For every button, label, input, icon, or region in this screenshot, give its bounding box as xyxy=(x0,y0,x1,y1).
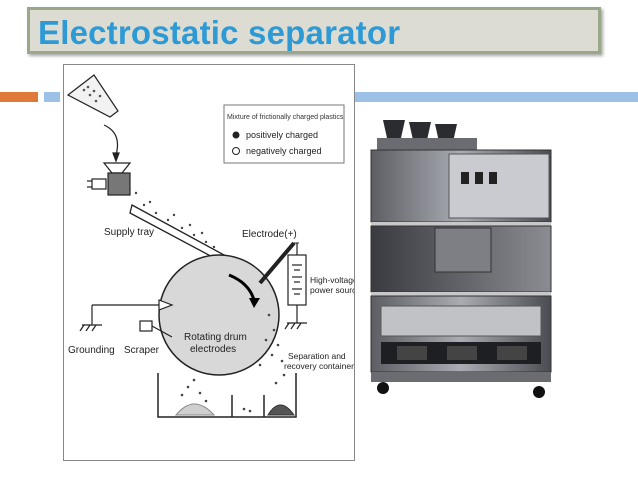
electrode-plate xyxy=(258,241,296,285)
slide-title-box: Electrostatic separator xyxy=(27,7,601,54)
falling-particles xyxy=(180,313,286,407)
rotating-drum xyxy=(158,254,280,376)
machine-illustration xyxy=(370,120,552,398)
legend-positive: positively charged xyxy=(246,130,318,140)
rotation-arrowhead-icon xyxy=(249,298,260,308)
legend-negative: negatively charged xyxy=(246,146,322,156)
positive-marker-icon xyxy=(232,131,240,139)
electrode-label: Electrode(+) xyxy=(242,229,297,240)
high-voltage-source xyxy=(284,243,307,330)
collected-piles xyxy=(174,403,295,416)
feed-particles-top xyxy=(82,85,102,103)
supply-tray-label: Supply tray xyxy=(104,227,154,238)
separator-machine-photo xyxy=(357,110,567,410)
separation-label-1: Separation and xyxy=(288,351,346,361)
grounding-label: Grounding xyxy=(68,345,115,356)
separator-diagram: Mixture of frictionally charged plastics… xyxy=(63,64,361,461)
feeder xyxy=(87,162,132,196)
accent-rule-blue-right xyxy=(355,92,638,102)
hv-label-2: power source xyxy=(310,285,354,295)
rotation-arrow-icon xyxy=(228,273,256,301)
tray-particles xyxy=(134,191,216,249)
grounding-wire xyxy=(79,299,174,332)
separation-label-2: recovery container xyxy=(284,361,354,371)
scraper-label: Scraper xyxy=(124,345,160,356)
slide-title: Electrostatic separator xyxy=(38,14,401,51)
scraper xyxy=(139,320,173,338)
hv-label-1: High-voltage xyxy=(310,275,354,285)
legend-box xyxy=(223,104,345,164)
drum-label-2: electrodes xyxy=(190,344,236,355)
feed-chute xyxy=(66,74,120,163)
legend-title: Mixture of frictionally charged plastics xyxy=(227,114,344,121)
accent-rule-blue-left xyxy=(44,92,60,102)
drum-label-1: Rotating drum xyxy=(184,332,247,343)
recovery-containers xyxy=(157,373,297,418)
separator-schematic: Mixture of frictionally charged plastics… xyxy=(66,74,361,418)
negative-marker-icon xyxy=(232,147,240,155)
accent-rule-orange xyxy=(0,92,38,102)
